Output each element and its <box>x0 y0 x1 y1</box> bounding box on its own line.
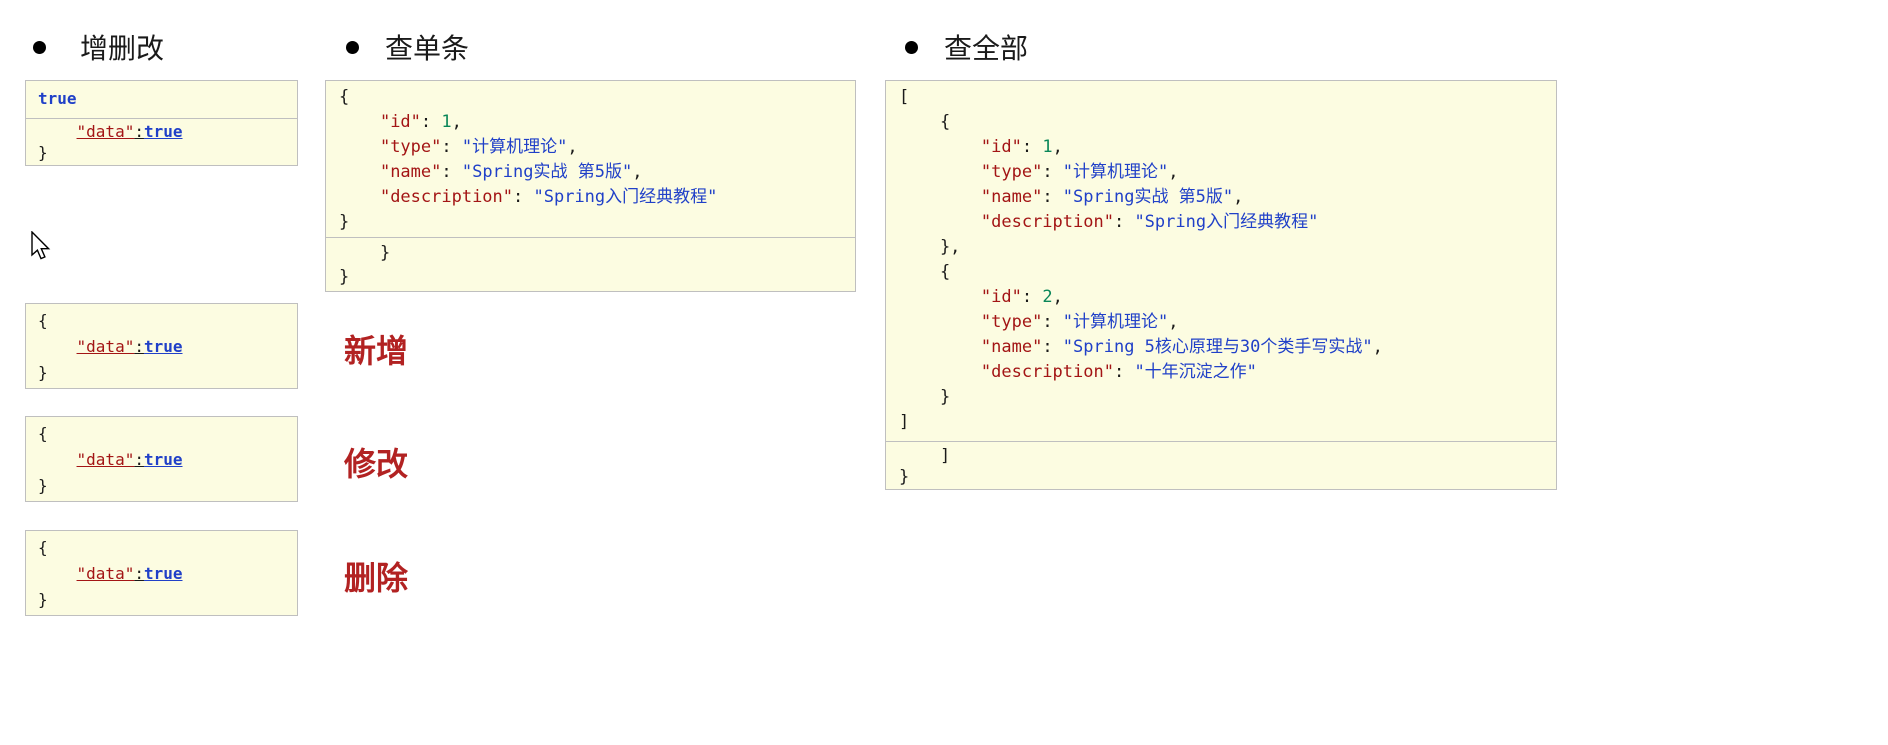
label-delete: 删除 <box>344 560 409 596</box>
label-update: 修改 <box>344 446 409 482</box>
bullet-icon <box>905 40 918 54</box>
code-line: } <box>899 467 910 487</box>
code-line: } <box>339 267 350 287</box>
code-line: "id": 1, <box>379 112 462 132</box>
code-block-query-one-json-tail: }} <box>325 237 856 292</box>
code-line: [ <box>899 87 910 107</box>
code-block-update-response: { "data":true} <box>25 416 298 502</box>
code-block-crud-result-bottom: "data":true} <box>25 118 298 166</box>
code-line: "data":true <box>76 450 183 469</box>
code-line: "name": "Spring实战 第5版", <box>980 187 1244 207</box>
section-heading-query-all: 查全部 <box>905 27 1028 67</box>
code-line: { <box>339 87 350 107</box>
code-line: } <box>38 143 48 162</box>
code-block-query-one-json: { "id": 1, "type": "计算机理论", "name": "Spr… <box>325 80 856 238</box>
code-block-crud-result-top: true <box>25 80 298 119</box>
code-block-add-response: { "data":true} <box>25 303 298 389</box>
code-line: } <box>38 590 48 609</box>
code-block-delete-response: { "data":true} <box>25 530 298 616</box>
section-heading-query-one: 查单条 <box>346 27 469 67</box>
section-title-query-one: 查单条 <box>385 33 470 64</box>
code-line: "data":true <box>76 122 183 141</box>
code-line: { <box>38 538 48 557</box>
code-line: { <box>899 112 951 132</box>
code-block-query-all-json: [ { "id": 1, "type": "计算机理论", "name": "S… <box>885 80 1557 442</box>
mouse-cursor-icon <box>30 230 54 267</box>
bullet-icon <box>346 40 359 54</box>
label-add: 新增 <box>344 333 409 369</box>
code-line: "type": "计算机理论", <box>980 162 1179 182</box>
code-line: } <box>339 212 350 232</box>
code-line: "description": "Spring入门经典教程" <box>379 187 718 207</box>
code-line: "name": "Spring 5核心原理与30个类手写实战", <box>980 337 1383 357</box>
section-title-crud: 增删改 <box>80 33 165 64</box>
code-line: "id": 2, <box>980 287 1063 307</box>
code-line: "id": 1, <box>980 137 1063 157</box>
code-line: "type": "计算机理论", <box>379 137 578 157</box>
code-line: ] <box>899 446 951 466</box>
code-line: "data":true <box>76 564 183 583</box>
code-line: { <box>38 311 48 330</box>
code-line: ] <box>899 412 910 432</box>
code-line: { <box>38 424 48 443</box>
code-line: "description": "Spring入门经典教程" <box>980 212 1319 232</box>
code-block-query-all-json-tail: ]} <box>885 441 1557 490</box>
code-line: true <box>38 89 77 108</box>
section-heading-crud: 增删改 <box>33 27 164 67</box>
code-line: } <box>38 363 48 382</box>
code-line: { <box>899 262 951 282</box>
code-line: "type": "计算机理论", <box>980 312 1179 332</box>
section-title-query-all: 查全部 <box>944 33 1029 64</box>
code-line: } <box>339 243 391 263</box>
code-line: "data":true <box>76 337 183 356</box>
code-line: } <box>899 387 951 407</box>
code-line: "description": "十年沉淀之作" <box>980 362 1257 382</box>
bullet-icon <box>33 40 46 54</box>
code-line: "name": "Spring实战 第5版", <box>379 162 643 182</box>
code-line: }, <box>899 237 961 257</box>
code-line: } <box>38 476 48 495</box>
